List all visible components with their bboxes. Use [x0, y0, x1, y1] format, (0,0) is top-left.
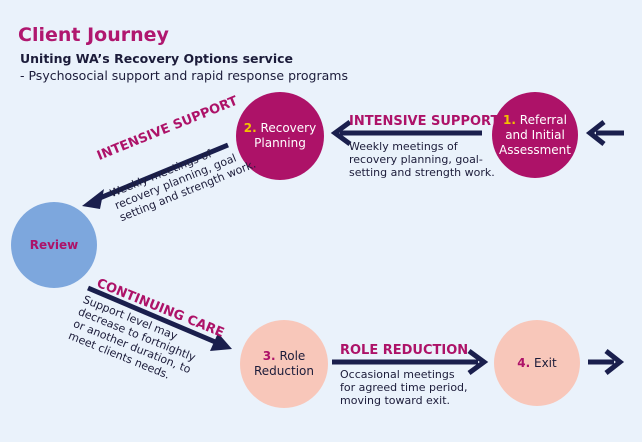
- edge-role-reduction-label: ROLE REDUCTION: [340, 343, 469, 358]
- arrow-role-to-exit: [332, 348, 489, 376]
- page-subtitle-detail: - Psychosocial support and rapid respons…: [20, 68, 348, 83]
- outgoing-arrow: [588, 349, 625, 375]
- node-recovery-number: 2.: [243, 121, 257, 135]
- node-role-reduction: 3. Role Reduction: [240, 320, 328, 408]
- node-recovery-planning: 2. Recovery Planning: [236, 92, 324, 180]
- edge-intensive-top-desc-line: recovery planning, goal-: [349, 153, 483, 166]
- node-role-number: 3.: [262, 349, 276, 363]
- edge-role-reduction-desc: Occasional meetings for agreed time peri…: [340, 368, 468, 407]
- node-exit-label: Exit: [534, 355, 557, 370]
- edge-role-reduction-desc-line: Occasional meetings: [340, 368, 455, 381]
- node-exit: 4. Exit: [494, 320, 580, 406]
- arrow-review-to-role: [87, 285, 232, 351]
- edge-intensive-top-desc-line: setting and strength work.: [349, 166, 495, 179]
- node-referral-line1: Referral: [519, 112, 567, 127]
- node-recovery-line1: Recovery: [260, 121, 317, 135]
- incoming-arrow: [585, 120, 624, 146]
- node-review-label: Review: [29, 237, 79, 252]
- node-recovery-line2: Planning: [254, 136, 306, 150]
- edge-intensive-top-label: INTENSIVE SUPPORT: [349, 114, 500, 129]
- page-title: Client Journey: [18, 24, 169, 46]
- node-referral: 1. Referral and Initial Assessment: [492, 92, 578, 178]
- edge-intensive-top-desc: Weekly meetings of recovery planning, go…: [349, 140, 495, 179]
- node-exit-number: 4.: [517, 355, 531, 370]
- page-subtitle: Uniting WA’s Recovery Options service: [20, 51, 293, 66]
- arrow-recovery-to-review: [82, 142, 229, 209]
- edge-intensive-top-desc-line: Weekly meetings of: [349, 140, 458, 153]
- node-referral-number: 1.: [503, 112, 516, 127]
- edge-role-reduction-desc-line: for agreed time period,: [340, 381, 468, 394]
- node-referral-line3: Assessment: [499, 142, 571, 157]
- arrow-referral-to-recovery: [330, 119, 482, 147]
- node-referral-line2: and Initial: [505, 127, 565, 142]
- node-review: Review: [11, 202, 97, 288]
- edge-role-reduction-desc-line: moving toward exit.: [340, 394, 450, 407]
- node-role-line2: Reduction: [254, 364, 314, 378]
- node-role-line1: Role: [279, 349, 306, 363]
